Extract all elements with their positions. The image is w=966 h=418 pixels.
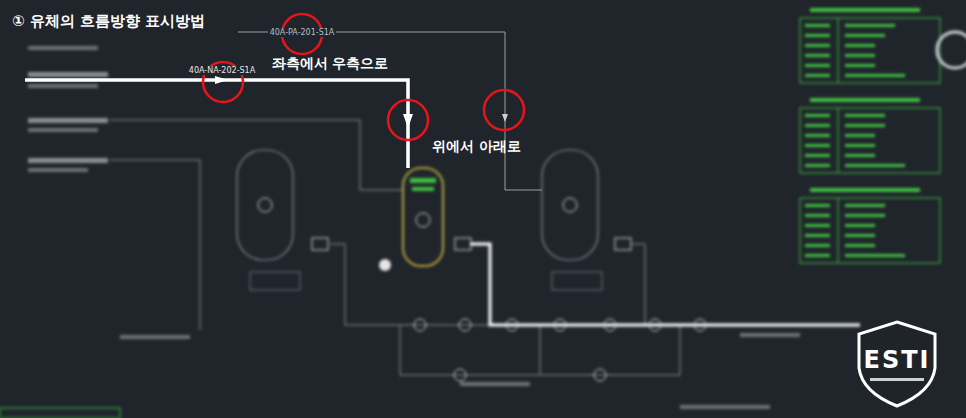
- line-number: 40A-PA-201-S1A: [268, 28, 337, 37]
- annotation: 위에서 아래로: [432, 138, 521, 156]
- thin-process-line: [238, 32, 542, 190]
- logo-shield: [859, 322, 935, 406]
- flow-arrow: [403, 114, 413, 128]
- blurred-background: [0, 8, 966, 418]
- logo-text: ESTI: [864, 346, 931, 374]
- annotation: 좌측에서 우측으로: [272, 55, 389, 73]
- flow-arrow: [502, 114, 508, 122]
- highlight-circle: [203, 14, 524, 140]
- flow-arrow: [215, 76, 228, 84]
- thick-process-line: [25, 80, 408, 168]
- logo-subtext: [870, 378, 924, 381]
- line-number: 40A-NA-202-S1A: [187, 66, 257, 75]
- page-title: ① 유체의 흐름방향 표시방법: [12, 12, 205, 31]
